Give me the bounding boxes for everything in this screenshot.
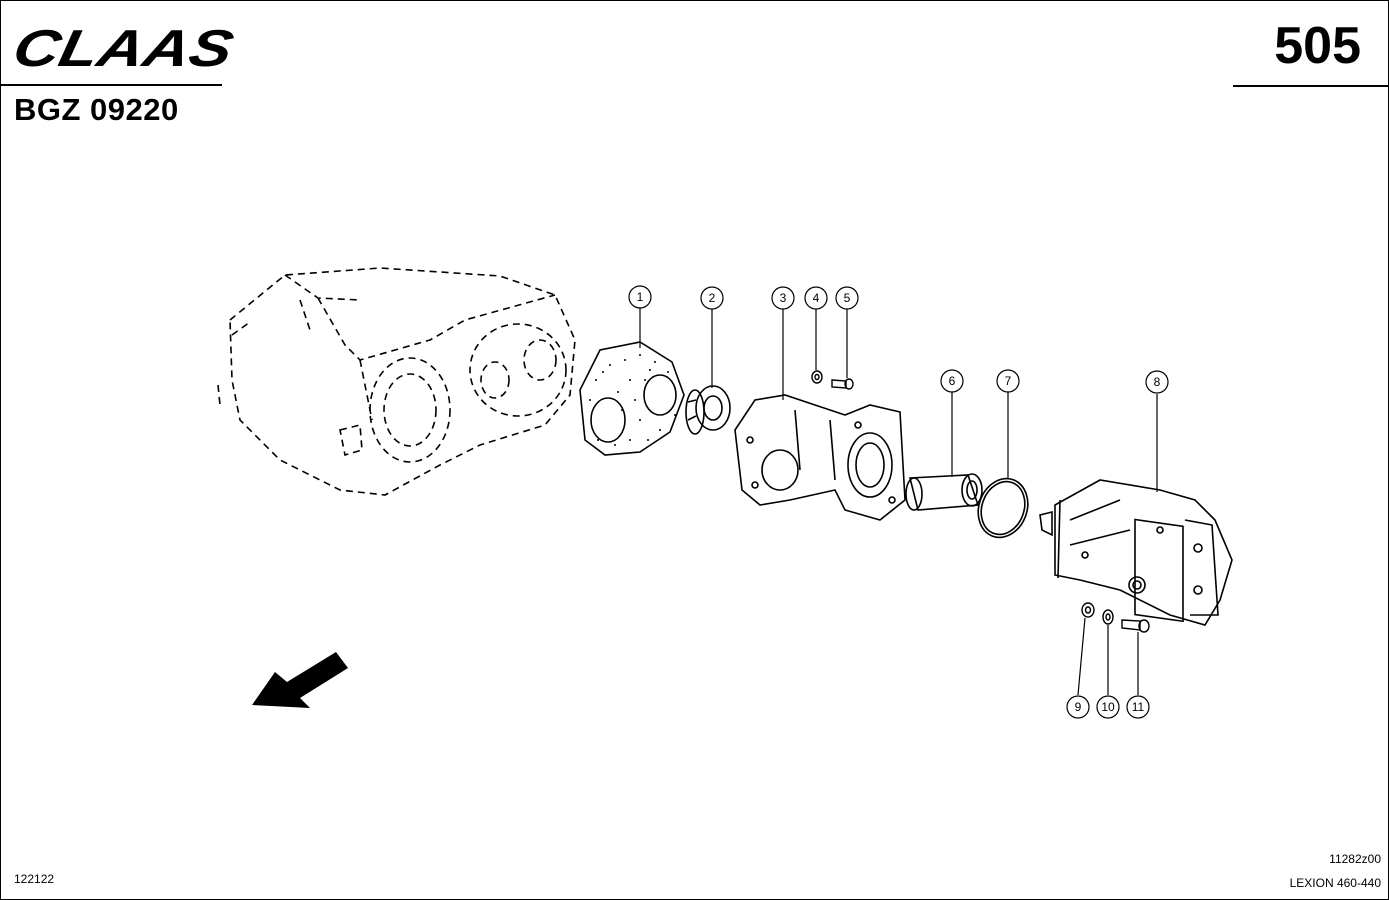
- part-4-washer: [811, 370, 823, 384]
- callout-4: 4: [804, 286, 828, 310]
- callout-label: 5: [844, 291, 851, 305]
- direction-arrow-icon: [252, 652, 348, 708]
- callout-label: 6: [949, 374, 956, 388]
- callout-8: 8: [1145, 370, 1169, 394]
- header-rule-left: [0, 84, 222, 86]
- callout-label: 2: [709, 291, 716, 305]
- callout-1: 1: [628, 285, 652, 309]
- callout-label: 4: [813, 291, 820, 305]
- callout-label: 3: [780, 291, 787, 305]
- part-5-bolt: [831, 378, 854, 390]
- callout-label: 10: [1101, 700, 1115, 714]
- part-3-pump-housing: [734, 394, 906, 521]
- part-9-washer: [1081, 602, 1095, 618]
- gearbox-housing-outline: [217, 267, 576, 496]
- callout-label: 8: [1154, 375, 1161, 389]
- callout-label: 7: [1005, 374, 1012, 388]
- page-number: 505: [1274, 17, 1361, 75]
- part-6-coupling-sleeve: [905, 473, 983, 511]
- footer-left-code: 122122: [14, 872, 55, 886]
- reference-code: BGZ 09220: [14, 92, 179, 127]
- callout-3: 3: [771, 286, 795, 310]
- callout-label: 1: [637, 290, 644, 304]
- callout-label: 11: [1132, 700, 1145, 714]
- part-11-bolt: [1121, 619, 1150, 633]
- callout-7: 7: [996, 369, 1020, 393]
- callout-10: 10: [1096, 695, 1120, 719]
- callout-9: 9: [1066, 695, 1090, 719]
- logo-wordmark: CLAAS: [10, 22, 234, 72]
- part-7-o-ring: [977, 477, 1029, 539]
- part-1-gasket: [579, 341, 685, 456]
- claas-logo: CLAAS: [10, 22, 234, 72]
- callout-2: 2: [700, 286, 724, 310]
- footer-model: LEXION 460-440: [1289, 876, 1381, 890]
- callout-6: 6: [940, 369, 964, 393]
- callout-leader-lines: [639, 308, 1158, 696]
- callout-5: 5: [835, 286, 859, 310]
- part-10-washer: [1102, 609, 1114, 625]
- callout-label: 9: [1075, 700, 1082, 714]
- header-rule-right: [1233, 85, 1389, 87]
- callout-11: 11: [1126, 695, 1150, 719]
- part-2-bearing: [685, 385, 731, 435]
- part-8-hydraulic-pump: [1039, 479, 1233, 626]
- footer-drawing-code: 11282z00: [1329, 852, 1381, 866]
